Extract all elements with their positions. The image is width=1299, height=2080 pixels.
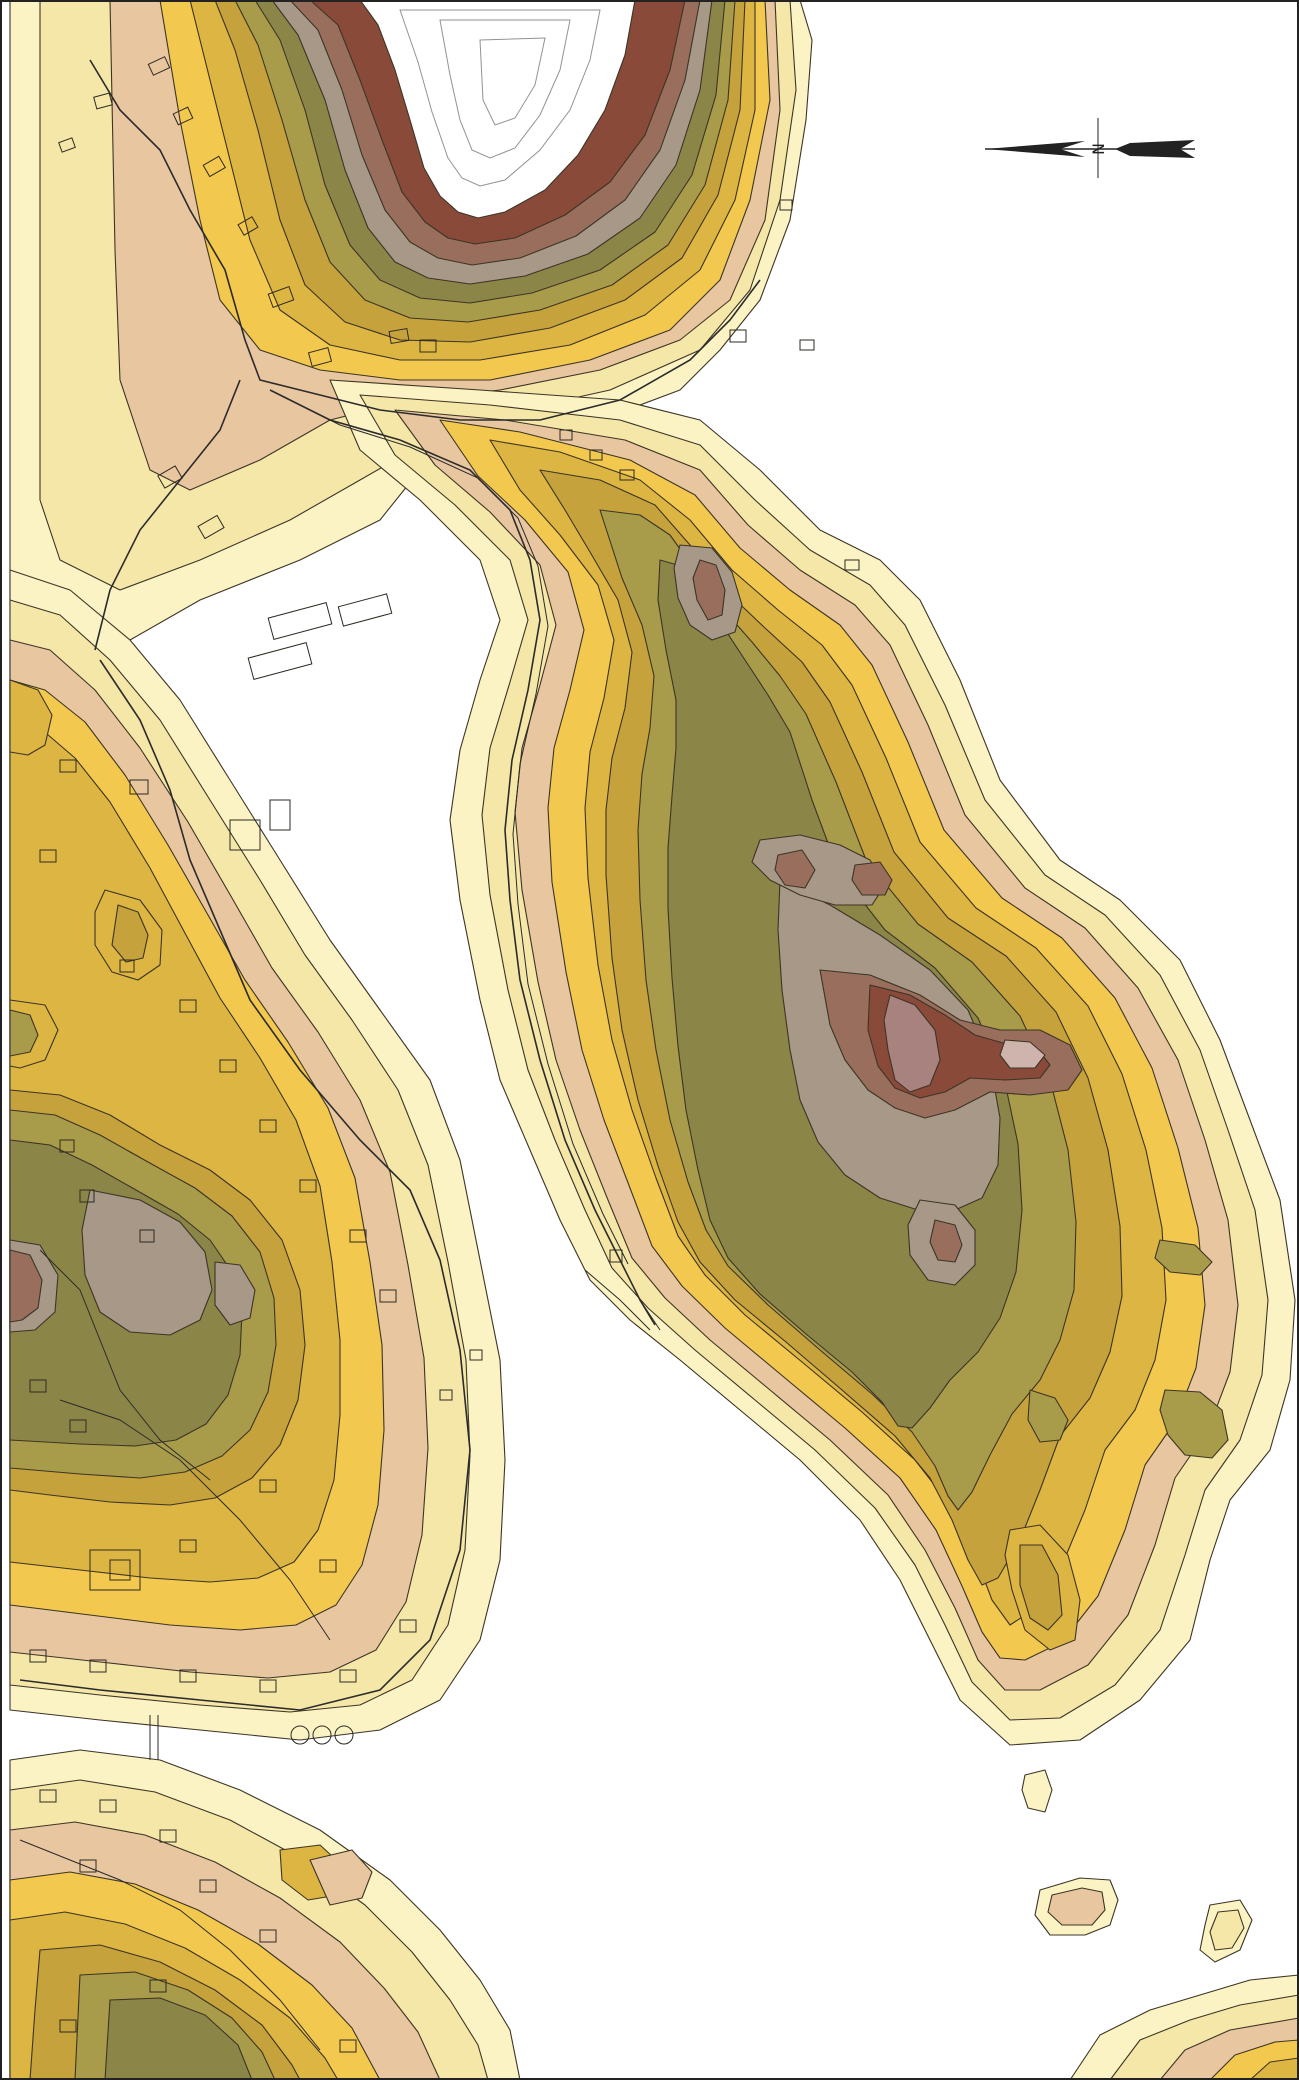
island-central: [329, 379, 1296, 1746]
island-southwest: [9, 1749, 521, 2080]
island-north: [9, 0, 813, 641]
north-arrow: N: [985, 118, 1195, 178]
roads: [19, 59, 761, 2051]
north-label: N: [1089, 143, 1108, 155]
buildings: [29, 56, 860, 2053]
islets-south: [1021, 1769, 1299, 2080]
